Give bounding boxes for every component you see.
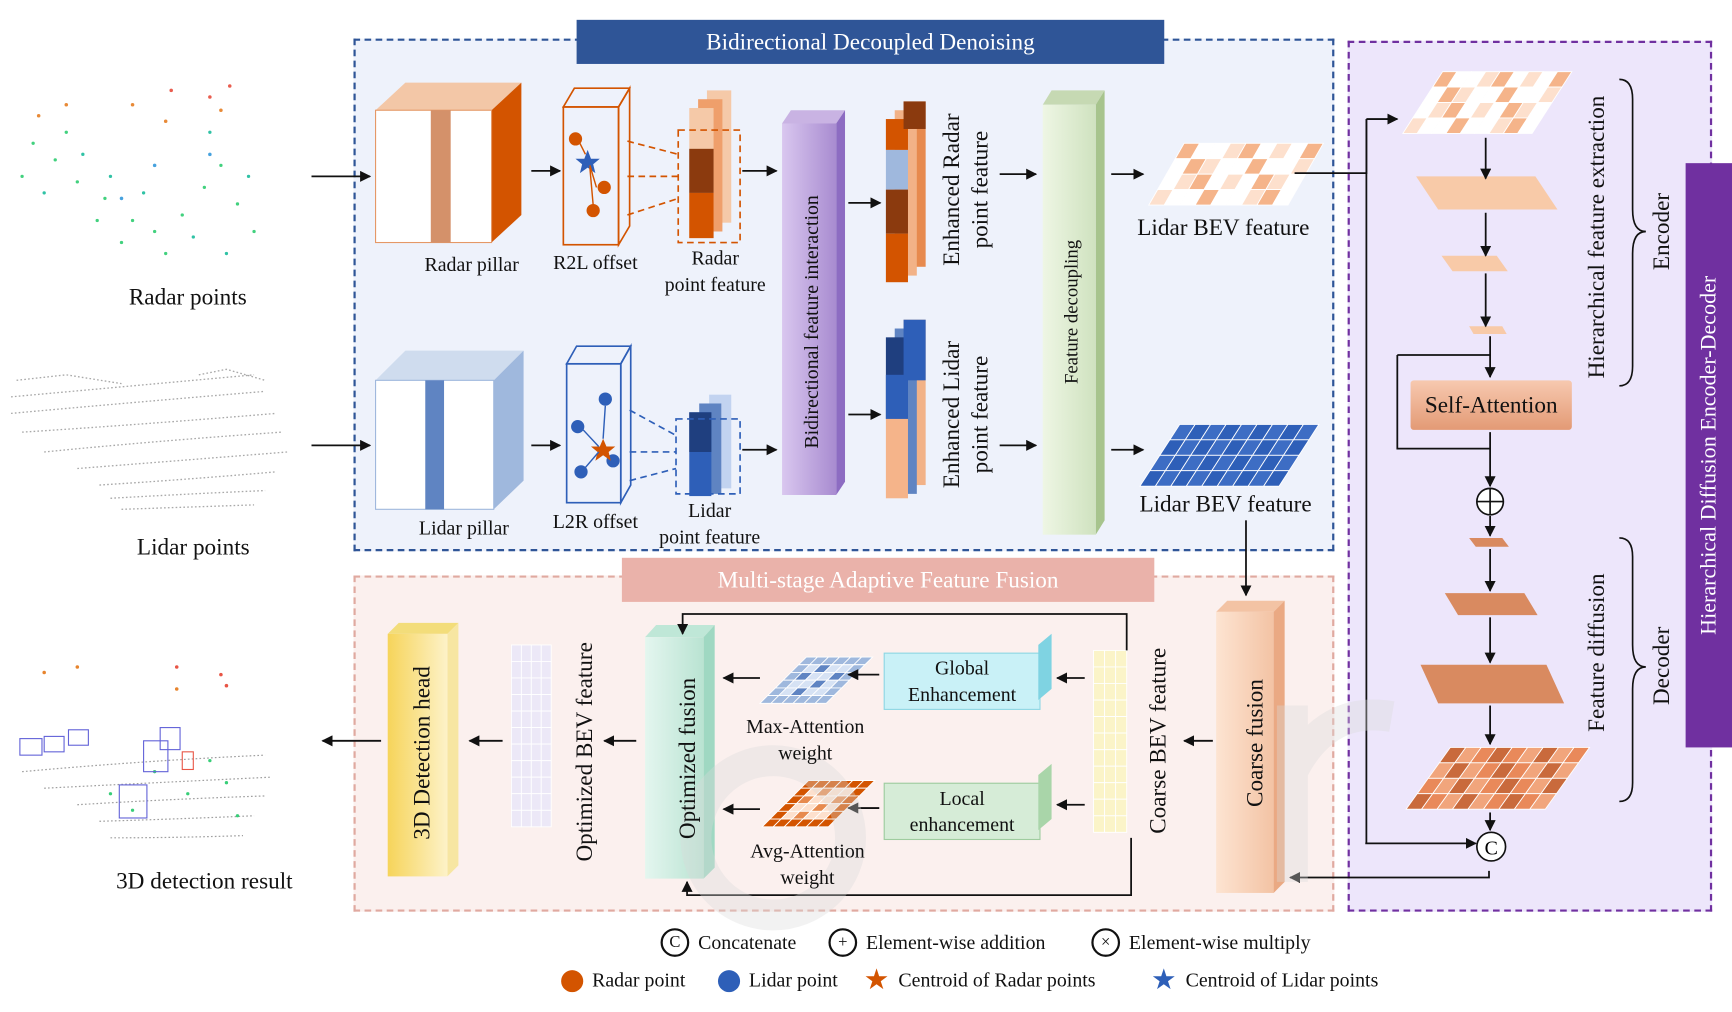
lidar-dot-icon <box>717 969 741 992</box>
lidar-pointcloud <box>10 368 288 510</box>
radar-points-label: Radar points <box>128 283 247 310</box>
coarse-fusion-block <box>1216 600 1285 893</box>
lidar-pillar-label: Lidar pillar <box>418 517 509 540</box>
decoder-plane-2 <box>1444 593 1538 616</box>
optimized-fusion-block <box>645 625 715 879</box>
legend-radar-centroid: ★Centroid of Radar points <box>863 963 1096 996</box>
lidar-pillar-cube <box>375 350 524 510</box>
radar-pillar-cube <box>375 82 522 244</box>
concat-symbol: C <box>1476 831 1507 862</box>
decoder-plane-1 <box>1469 537 1509 547</box>
l2r-offset-box <box>565 342 633 506</box>
legend-multiply: ×Element-wise multiply <box>1091 928 1311 957</box>
legend-radar-point: Radar point <box>561 969 685 992</box>
detection-head-block <box>387 622 459 877</box>
avg-attention-plane <box>761 780 876 828</box>
optimized-fusion-label: Optimized fusion <box>673 677 701 840</box>
denoise-title: Bidirectional Decoupled Denoising <box>576 19 1165 64</box>
encoder-label: Encoder <box>1648 192 1675 271</box>
addition-symbol <box>1476 487 1505 516</box>
lidar-bev-top-grid <box>1148 142 1325 206</box>
decoupling-label: Feature decoupling <box>1060 239 1082 385</box>
max-attention-plane <box>758 656 874 704</box>
legend-lidar-centroid: ★Centroid of Lidar points <box>1150 963 1379 996</box>
hier-extract-label: Hierarchical feature extraction <box>1582 95 1610 379</box>
result-label: 3D detection result <box>116 867 293 895</box>
orange-star-icon: ★ <box>863 963 890 996</box>
optimized-bev-grid <box>510 644 552 828</box>
enhanced-radar-stack <box>885 101 926 283</box>
coarse-fusion-label: Coarse fusion <box>1241 679 1269 807</box>
lidar-bev-bottom-label: Lidar BEV feature <box>1139 490 1312 518</box>
interaction-label: Bidirectional feature interaction <box>800 195 823 449</box>
legend-addition: +Element-wise addition <box>828 928 1045 957</box>
radar-point-feature-stack <box>627 90 741 244</box>
r2l-offset-box <box>561 85 632 248</box>
decoder-plane-3 <box>1420 664 1565 704</box>
decoupling-column <box>1042 90 1105 535</box>
self-attention-label: Self-Attention <box>1424 391 1558 418</box>
l2r-offset-label: L2R offset <box>552 510 638 533</box>
lidar-points-label: Lidar points <box>136 533 250 561</box>
encoder-brace <box>1619 78 1646 387</box>
encoder-plane-1 <box>1416 176 1558 210</box>
lidar-bev-top-label: Lidar BEV feature <box>1137 213 1310 241</box>
result-pointcloud <box>19 665 271 839</box>
encdec-title: Hierarchical Diffusion Encoder-Decoder <box>1685 163 1732 748</box>
r2l-offset-label: R2L offset <box>553 251 638 274</box>
legend-lidar-point: Lidar point <box>717 969 838 992</box>
lidar-point-feature-stack <box>629 394 741 497</box>
decoder-output-grid <box>1405 746 1591 810</box>
coarse-bev-label: Coarse BEV feature <box>1144 647 1171 834</box>
svg-text:C: C <box>1485 837 1498 859</box>
optimized-bev-label: Optimized BEV feature <box>571 642 598 862</box>
fusion-title: Multi-stage Adaptive Feature Fusion <box>621 557 1155 602</box>
plus-circle-icon: + <box>828 928 858 957</box>
blue-star-icon: ★ <box>1150 963 1177 996</box>
self-attention-block <box>1410 380 1572 430</box>
decoder-label: Decoder <box>1648 626 1675 706</box>
encoder-input-grid <box>1402 71 1573 134</box>
watermark <box>680 699 1395 931</box>
times-circle-icon: × <box>1091 928 1121 957</box>
interaction-column <box>782 110 846 495</box>
radar-pointcloud <box>20 84 256 256</box>
detection-head-label: 3D Detection head <box>408 666 436 840</box>
encoder-plane-2 <box>1441 255 1508 272</box>
feature-diffusion-label: Feature diffusion <box>1582 573 1610 732</box>
decoder-brace <box>1619 537 1646 803</box>
encoder-plane-3 <box>1469 326 1507 335</box>
concatenate-icon: C <box>660 928 690 957</box>
radar-pillar-label: Radar pillar <box>424 253 519 276</box>
coarse-bev-grid <box>1093 649 1128 833</box>
global-enhancement-side <box>1038 633 1052 701</box>
enhanced-lidar-stack <box>885 319 926 499</box>
local-enhancement-side <box>1038 763 1052 831</box>
lidar-bev-bottom-grid <box>1139 423 1320 487</box>
radar-dot-icon <box>561 969 584 992</box>
